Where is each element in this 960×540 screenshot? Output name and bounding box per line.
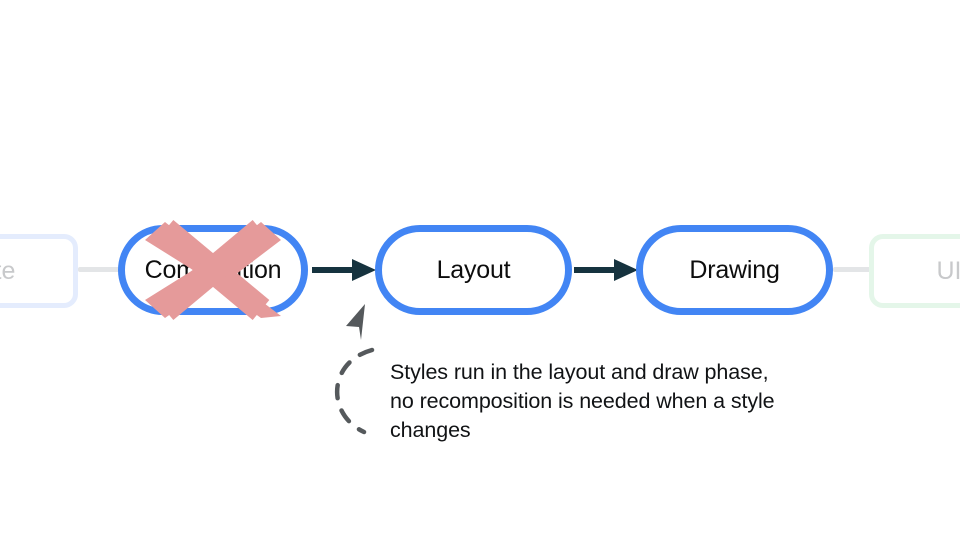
ghost-node-state: ate [0,234,78,308]
node-composition[interactable]: Composition [118,225,308,315]
node-drawing-label: Drawing [689,255,780,284]
connector-state-composition [78,267,122,272]
arrow-right-icon-layout-drawing [574,259,638,281]
arrow-right-icon-composition-layout [312,259,376,281]
node-layout-label: Layout [436,255,511,284]
node-composition-label: Composition [144,255,282,284]
curved-dashed-arrow-icon [335,304,375,435]
annotation-text: Styles run in the layout and draw phase,… [390,360,775,442]
connector-drawing-ui [833,267,875,272]
ghost-node-ui-label: UI [936,256,960,285]
node-drawing[interactable]: Drawing [636,225,833,315]
ghost-node-state-label: ate [0,256,16,285]
ghost-node-ui: UI [869,234,960,308]
node-layout[interactable]: Layout [375,225,572,315]
